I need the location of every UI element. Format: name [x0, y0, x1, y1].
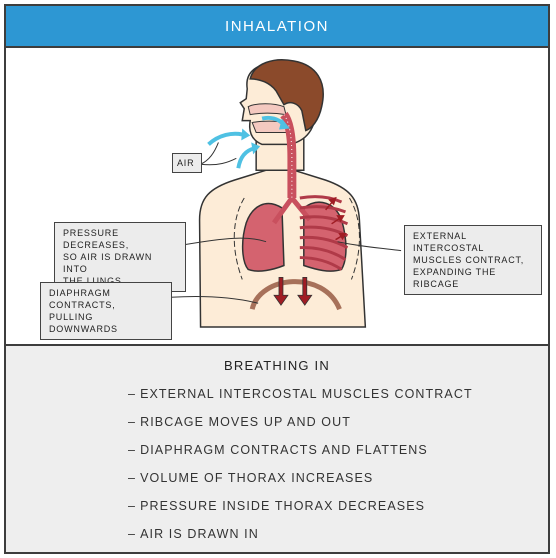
summary-panel: BREATHING IN –EXTERNAL INTERCOSTAL MUSCL… [6, 346, 548, 552]
ribcage-outline [233, 197, 245, 280]
list-item: –PRESSURE INSIDE THORAX DECREASES [128, 499, 426, 513]
page-title: INHALATION [225, 17, 329, 35]
list-item: –VOLUME OF THORAX INCREASES [128, 471, 374, 485]
bullet-dash: – [128, 443, 137, 457]
hair [249, 59, 324, 132]
bullet-dash: – [128, 415, 137, 429]
intercostal-label: EXTERNAL INTERCOSTAL MUSCLES CONTRACT, E… [404, 225, 542, 295]
list-item: –AIR IS DRAWN IN [128, 527, 259, 541]
air-label: AIR [172, 153, 202, 173]
list-item: –EXTERNAL INTERCOSTAL MUSCLES CONTRACT [128, 387, 473, 401]
bullet-dash: – [128, 499, 137, 513]
diaphragm [249, 279, 342, 311]
list-item: –RIBCAGE MOVES UP AND OUT [128, 415, 351, 429]
bullet-dash: – [128, 471, 137, 485]
down-arrow-icon [273, 277, 313, 306]
ribcage [299, 195, 349, 271]
rib-arrows-icon [325, 196, 347, 241]
trachea [280, 111, 297, 199]
pressure-label: PRESSURE DECREASES, SO AIR IS DRAWN INTO… [54, 222, 186, 292]
section-divider [6, 344, 548, 346]
diagram-frame: INHALATION [4, 4, 550, 554]
diaphragm-label: DIAPHRAGM CONTRACTS, PULLING DOWNWARDS [40, 282, 172, 340]
title-bar: INHALATION [6, 6, 548, 48]
pointer-lines [170, 142, 402, 304]
inhalation-diagram [170, 59, 402, 328]
summary-list: –EXTERNAL INTERCOSTAL MUSCLES CONTRACT –… [128, 386, 473, 554]
list-item: –DIAPHRAGM CONTRACTS AND FLATTENS [128, 443, 428, 457]
bullet-dash: – [128, 387, 137, 401]
summary-title: BREATHING IN [224, 358, 330, 373]
bullet-dash: – [128, 527, 137, 541]
nasal-cavity [247, 103, 287, 116]
